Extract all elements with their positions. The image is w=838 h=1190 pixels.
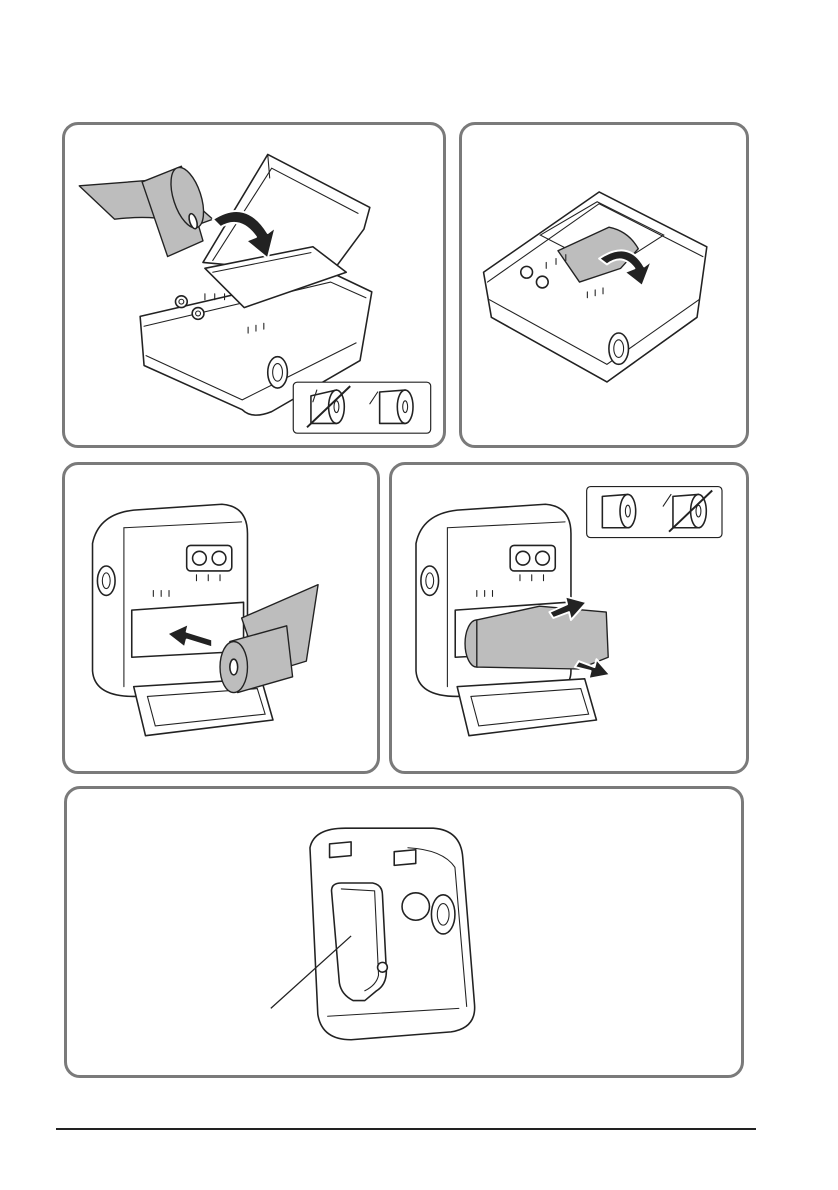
feed-button-icon [192, 308, 204, 320]
printer-front-open-illustration [65, 465, 377, 771]
side-lever [402, 893, 429, 920]
cover-lever-knob [431, 895, 455, 934]
paper-strip [477, 606, 608, 669]
printer-rear-illustration [67, 789, 741, 1075]
roll-orientation-icons [587, 487, 722, 538]
panel-step-pull-paper-out [389, 462, 749, 774]
power-button-icon [521, 266, 533, 278]
power-button-icon [516, 551, 530, 565]
power-button-icon [193, 551, 207, 565]
cover-lever-knob [268, 357, 288, 388]
roll-orientation-icons [293, 382, 430, 433]
panel-step-insert-roll-front [62, 462, 380, 774]
power-button-icon [175, 296, 187, 308]
printer-body [484, 192, 707, 382]
feed-button-icon [212, 551, 226, 565]
cover-lever-knob [97, 566, 115, 595]
paper-roll-core [230, 659, 238, 675]
cover-lever-knob [609, 333, 629, 364]
feed-button-icon [536, 276, 548, 288]
belt-clip [332, 883, 387, 1001]
cover-lever-knob [421, 566, 439, 595]
paper-roll-correct-orientation-icon [602, 494, 635, 527]
panel-belt-clip-rear [64, 786, 744, 1078]
printer-open-cover [457, 679, 596, 736]
belt-clip-screw [378, 962, 388, 972]
footer-rule [56, 1128, 756, 1130]
printer-open-illustration [65, 125, 443, 445]
printer-closed-illustration [462, 125, 746, 445]
panel-step-close-cover [459, 122, 749, 448]
panel-step-open-and-insert-roll [62, 122, 446, 448]
feed-button-icon [536, 551, 550, 565]
printer-front-paper-out-illustration [392, 465, 746, 771]
